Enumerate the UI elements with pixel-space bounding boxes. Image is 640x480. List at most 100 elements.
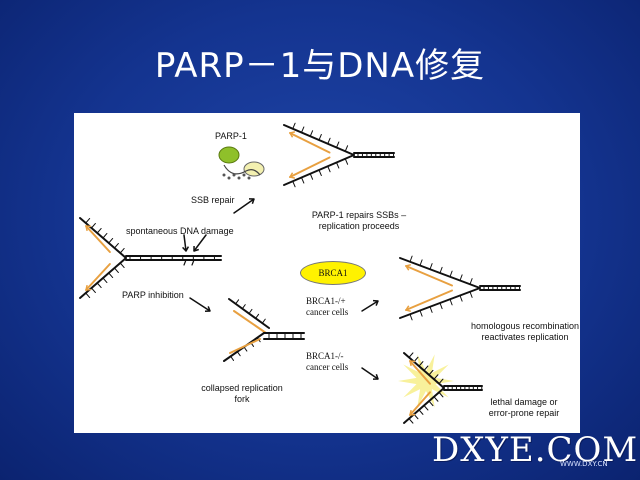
fork-lethal-upper-parent-rung — [418, 361, 424, 367]
fork-repaired-upper-parent-rung — [301, 126, 305, 133]
fork-lethal-lower-parent-rung — [418, 409, 424, 415]
fork-repaired-upper-parent-rung — [318, 133, 322, 141]
collapsed-lower-strand-rung — [243, 346, 248, 352]
fork-hr-lower-parent-rung — [429, 306, 433, 313]
fork-repaired-upper-new — [289, 132, 331, 154]
arrow-parp-inhibition — [189, 297, 211, 312]
label-collapsed-line1: collapsed replication — [201, 383, 283, 393]
fork-repaired-lower-parent-rung — [327, 165, 331, 173]
arrow-damage-pointer-1 — [183, 234, 187, 252]
fork-hr-upper-parent-rung — [429, 263, 433, 270]
arrow-damage-pointer-1-head — [182, 246, 190, 252]
collapsed-upper-strand-rung — [241, 304, 246, 310]
fork-damaged-lower-parent-rung — [91, 287, 96, 294]
fork-repaired-upper-new-head — [289, 131, 296, 138]
collapsed-upper-strand-rung — [255, 313, 260, 319]
label-brca1-het-line1: BRCA1-/+ — [306, 296, 346, 306]
poly-adp-ribose-bead — [232, 173, 236, 177]
fork-hr-upper-parent-rung — [409, 255, 413, 263]
label-parp1-repairs: PARP-1 repairs SSBs – replication procee… — [304, 210, 414, 232]
figure-panel: PARP-1 SSB repair PARP-1 repairs SSBs – … — [74, 113, 580, 433]
parp1-chain — [223, 164, 261, 176]
collapsed-upper-new — [233, 310, 267, 334]
fork-lethal-upper-parent-rung — [433, 374, 439, 380]
fork-lethal-lower-parent-rung — [428, 400, 434, 407]
arrow-parp-inhibition-head — [204, 306, 211, 313]
fork-repaired-lower-parent-rung — [336, 162, 340, 169]
fork-hr-upper-new — [405, 265, 453, 287]
fork-repaired-upper-parent-rung — [336, 141, 340, 148]
fork-lethal-lower-new-head — [409, 409, 416, 416]
label-parp1-repairs-line1: PARP-1 repairs SSBs – — [311, 210, 407, 220]
brca1-oval: BRCA1 — [300, 261, 366, 285]
fork-hr-upper-parent-rung — [419, 259, 423, 266]
fork-repaired-upper-parent-rung — [327, 137, 331, 145]
fork-damaged-lower-parent-rung — [96, 282, 102, 289]
fork-lethal-upper-parent-rung — [438, 378, 444, 385]
label-collapsed-line2: fork — [234, 394, 250, 404]
fork-lethal-upper-new-head — [409, 360, 416, 367]
fork-repaired-lower-new — [289, 156, 331, 178]
dna-diagram — [79, 122, 521, 424]
collapsed-lower-strand-rung — [236, 351, 241, 357]
fork-hr-lower-parent-rung — [409, 313, 413, 321]
label-parp-inhibition: PARP inhibition — [122, 290, 184, 300]
fork-damaged-upper-parent-rung — [119, 247, 125, 254]
fork-lethal-upper-parent-rung — [428, 369, 434, 376]
label-lethal-damage: lethal damage or error-prone repair — [474, 397, 574, 419]
fork-lethal-lower-parent-rung — [438, 391, 444, 398]
fork-hr-lower-parent-rung — [439, 302, 443, 310]
watermark-logo: DXYE.COM — [432, 430, 639, 470]
fork-damaged-lower-parent-rung — [119, 262, 125, 269]
fork-repaired-lower-parent-rung — [309, 173, 314, 180]
label-brca1-null-line2: cancer cells — [306, 362, 349, 372]
label-hr-line1: homologous recombination — [470, 321, 580, 331]
fork-hr-upper-new-head — [405, 263, 412, 271]
fork-repaired-upper-parent-rung — [309, 130, 314, 137]
fork-lethal-lower-parent-rung — [408, 418, 414, 424]
label-lethal-line2: error-prone repair — [488, 408, 560, 418]
label-hr: homologous recombination reactivates rep… — [470, 321, 580, 343]
parp1-protein — [218, 146, 240, 164]
collapsed-upper-strand-rung — [248, 308, 253, 314]
label-spontaneous-damage: spontaneous DNA damage — [126, 226, 234, 236]
collapsed-lower-strand-rung — [230, 355, 235, 361]
fork-hr-lower-new-head — [405, 305, 412, 313]
fork-repaired-lower-parent-rung — [292, 180, 296, 188]
poly-adp-ribose-bead — [247, 176, 251, 180]
fork-lethal-upper-parent-rung — [408, 352, 414, 358]
nick-mark-2 — [191, 259, 195, 266]
label-brca1-null: BRCA1-/- cancer cells — [306, 351, 348, 373]
poly-adp-ribose-bead — [242, 173, 246, 177]
arrow-damage-pointer-2 — [193, 234, 207, 252]
fork-hr-lower-parent-rung — [459, 295, 463, 302]
fork-damaged-lower-parent-rung — [85, 292, 91, 299]
label-brca1-het: BRCA1-/+ cancer cells — [306, 296, 348, 318]
fork-hr-lower-new — [405, 289, 453, 311]
fork-repaired-lower-new-head — [289, 172, 296, 179]
fork-damaged-upper-parent-rung — [85, 217, 91, 224]
nick-mark-1 — [183, 259, 187, 266]
fork-lethal-lower-parent-rung — [433, 396, 439, 402]
label-brca1-het-line2: cancer cells — [306, 307, 349, 317]
parp1-partner — [243, 161, 265, 177]
arrow-damage-pointer-2-head — [193, 245, 199, 252]
fork-lethal-lower-new — [409, 391, 431, 416]
fork-damaged-upper-new — [85, 225, 111, 253]
slide-title: PARP－1与DNA修复 — [154, 46, 486, 86]
fork-damaged-upper-parent-rung — [114, 242, 119, 249]
poly-adp-ribose-bead — [227, 176, 231, 180]
arrow-brca1-het-head — [372, 299, 379, 306]
watermark-url: WWW.DXY.CN — [560, 460, 608, 468]
collapsed-upper-strand-rung — [235, 299, 240, 305]
label-collapsed-fork: collapsed replication fork — [192, 383, 292, 405]
label-lethal-line1: lethal damage or — [490, 397, 558, 407]
fork-repaired-lower-parent-rung — [301, 177, 305, 184]
collapsed-upper-strand-rung — [261, 318, 266, 324]
fork-hr-lower-parent-rung — [419, 310, 423, 317]
arrow-ssb-repair — [233, 198, 255, 214]
collapsed-lower-new — [229, 338, 261, 354]
poly-adp-ribose-bead — [222, 173, 226, 177]
label-ssb-repair: SSB repair — [191, 195, 235, 205]
damage-burst — [398, 354, 454, 408]
